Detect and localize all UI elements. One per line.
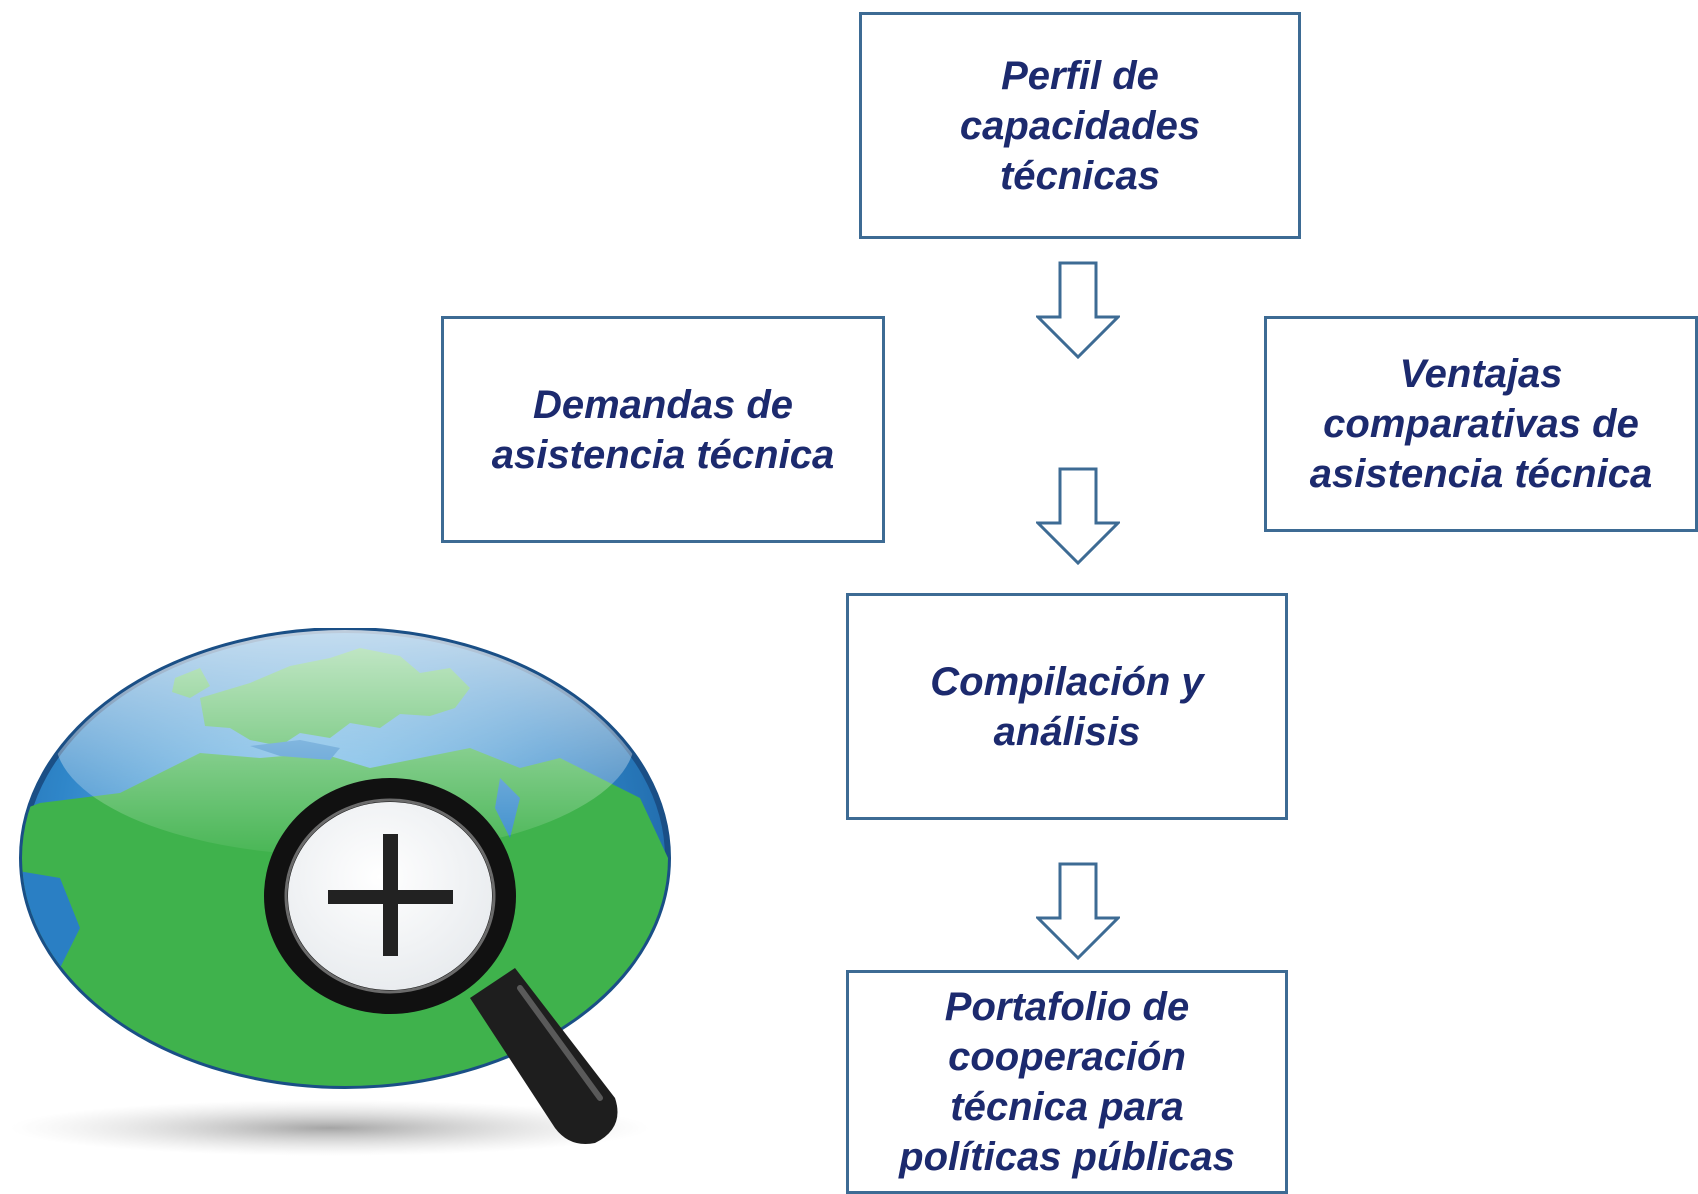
down-arrow-icon	[1036, 862, 1120, 960]
box-portafolio-cooperacion: Portafolio de cooperación técnica para p…	[846, 970, 1288, 1194]
box-portafolio-label: Portafolio de cooperación técnica para p…	[899, 985, 1235, 1179]
box-perfil-label: Perfil de capacidades técnicas	[959, 53, 1201, 198]
box-compilacion-analisis: Compilación y análisis	[846, 593, 1288, 820]
down-arrow-icon	[1036, 467, 1120, 565]
box-demandas-asistencia: Demandas de asistencia técnica	[441, 316, 885, 543]
box-compilacion-label: Compilación y análisis	[930, 659, 1204, 754]
magnifier-handle	[470, 968, 618, 1144]
globe-magnifier-icon	[10, 628, 671, 1156]
box-demandas-label: Demandas de asistencia técnica	[491, 382, 835, 477]
box-ventajas-comparativas: Ventajas comparativas de asistencia técn…	[1264, 316, 1698, 532]
globe	[19, 628, 671, 1089]
box-perfil-capacidades: Perfil de capacidades técnicas	[859, 12, 1301, 239]
down-arrow-icon	[1036, 261, 1120, 359]
box-ventajas-label: Ventajas comparativas de asistencia técn…	[1309, 352, 1653, 496]
globe-shadow	[10, 1100, 650, 1156]
plus-icon	[328, 834, 453, 956]
